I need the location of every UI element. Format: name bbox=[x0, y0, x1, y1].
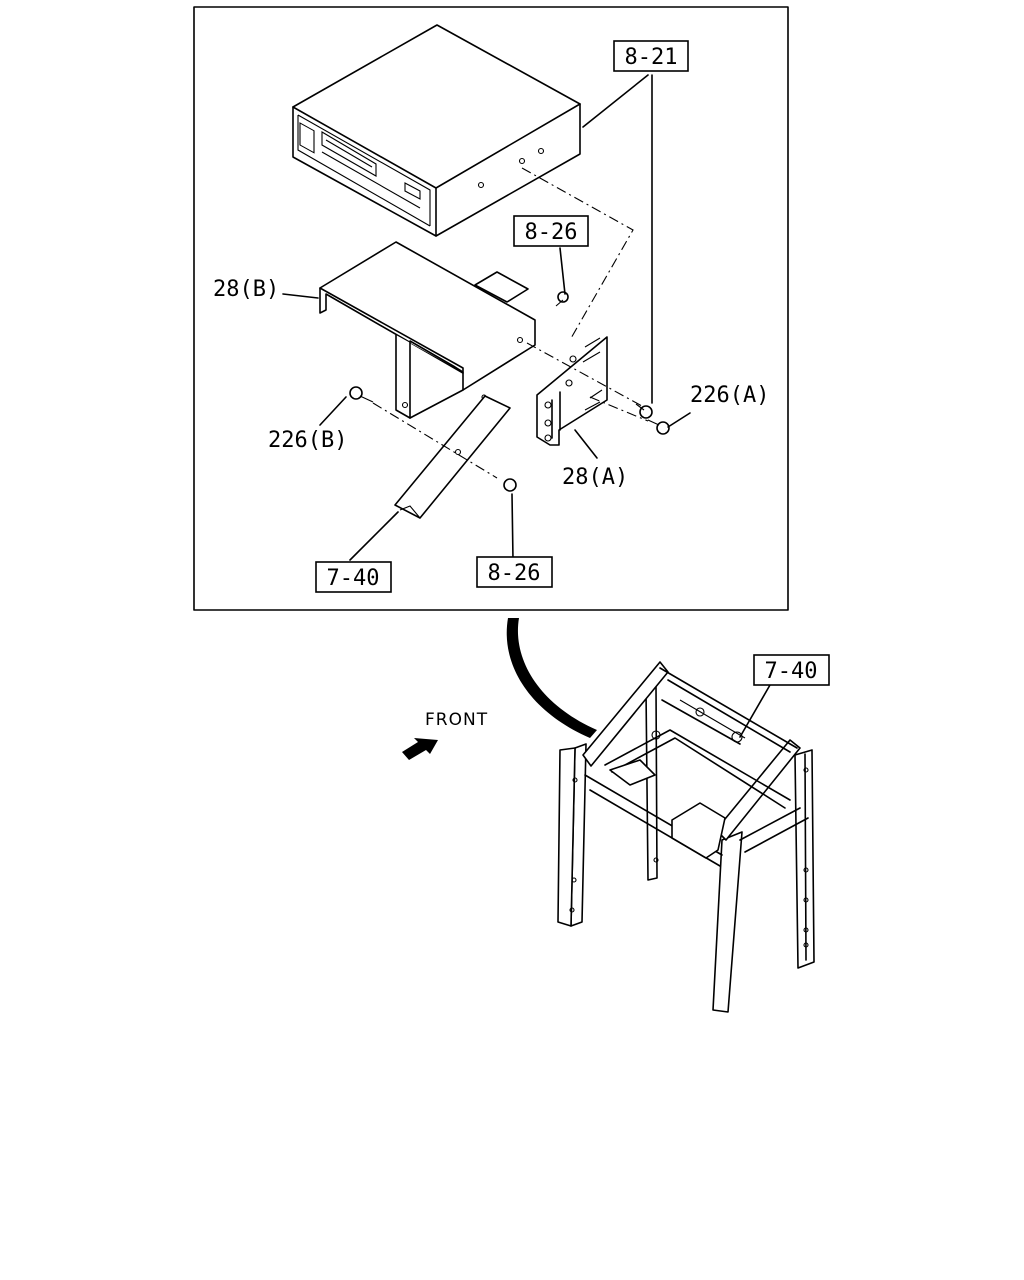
label-28b: 28(B) bbox=[213, 277, 279, 302]
bracket-28a bbox=[536, 336, 608, 446]
label-7-40-frame: 7-40 bbox=[765, 659, 818, 684]
detail-frame bbox=[193, 6, 789, 611]
bolt-icon bbox=[349, 386, 363, 400]
label-226a: 226(A) bbox=[690, 383, 769, 408]
frame-assembly bbox=[557, 661, 815, 1013]
front-label: FRONT bbox=[425, 710, 488, 730]
label-8-26-bottom: 8-26 bbox=[488, 561, 541, 586]
bracket-28b bbox=[319, 241, 536, 419]
duct-7-40 bbox=[394, 395, 511, 519]
front-arrow-icon bbox=[402, 738, 438, 760]
curved-callout-arrow-icon bbox=[506, 618, 597, 738]
label-28a: 28(A) bbox=[562, 465, 628, 490]
label-8-26-top: 8-26 bbox=[525, 220, 578, 245]
bolt-icon bbox=[656, 421, 670, 435]
label-7-40-detail: 7-40 bbox=[327, 566, 380, 591]
label-8-21: 8-21 bbox=[625, 45, 678, 70]
nut-icon bbox=[503, 478, 517, 492]
radio-unit bbox=[292, 24, 581, 237]
label-226b: 226(B) bbox=[268, 428, 347, 453]
